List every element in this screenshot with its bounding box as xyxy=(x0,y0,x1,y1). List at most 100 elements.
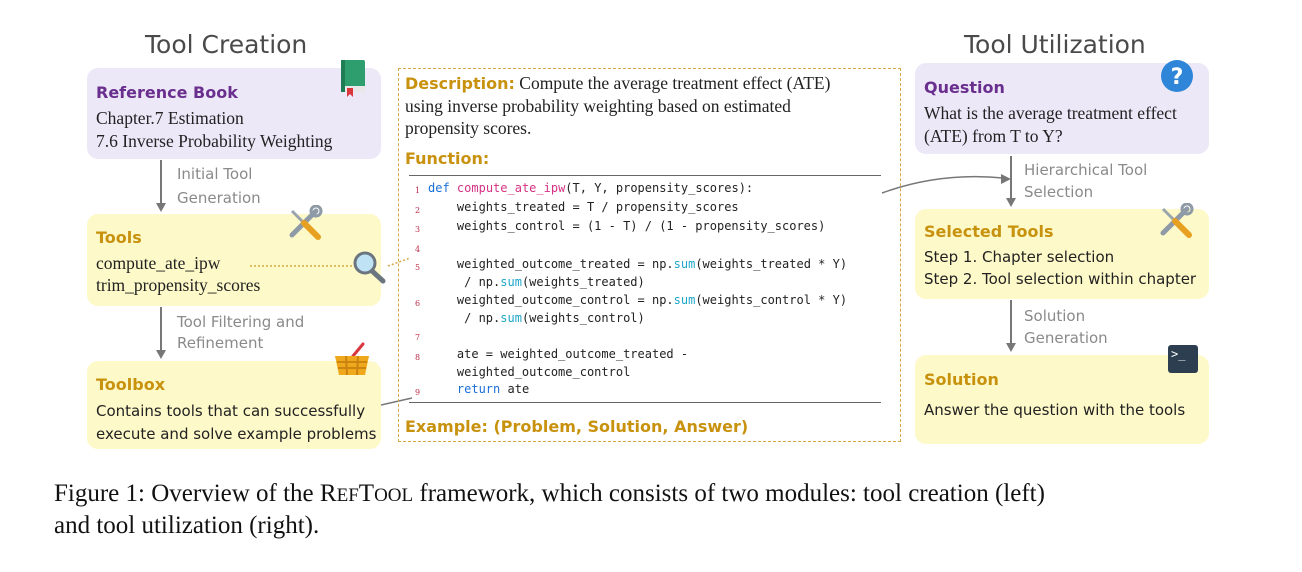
terminal-icon: >_ xyxy=(1168,345,1198,373)
arrow-head xyxy=(1006,343,1016,352)
reference-book-line2: 7.6 Inverse Probability Weighting xyxy=(96,131,333,151)
basket-icon xyxy=(335,342,369,376)
wrench-screwdriver-icon xyxy=(289,205,323,240)
code-line-3: weights_control = (1 - T) / (1 - propens… xyxy=(428,219,826,233)
solution-heading: Solution xyxy=(924,370,999,389)
hierarchical-label-2: Selection xyxy=(1024,183,1094,201)
code-line-6b: / np.sum(weights_control) xyxy=(428,311,645,325)
sum-builtin: sum xyxy=(673,257,696,271)
code-text: (weights_control * Y) xyxy=(695,293,848,307)
code-text: weighted_outcome_control = np. xyxy=(428,293,674,307)
code-text: / np. xyxy=(428,311,501,325)
terminal-glyph: >_ xyxy=(1171,347,1186,361)
description-text: Description: Compute the average treatme… xyxy=(405,72,830,139)
line-number: 8 xyxy=(415,353,421,362)
tool-filtering-label-1: Tool Filtering and xyxy=(177,313,305,331)
code-line-5a: weighted_outcome_treated = np.sum(weight… xyxy=(428,257,847,271)
reference-book-heading: Reference Book xyxy=(96,83,238,102)
code-text: (weights_treated) xyxy=(521,275,645,289)
solution-gen-label-1: Solution xyxy=(1024,307,1086,325)
caption-line2: and tool utilization (right). xyxy=(54,512,320,539)
code-text: / np. xyxy=(428,275,501,289)
caption-suffix: framework, which consists of two modules… xyxy=(413,480,1045,507)
caption-name-ool: OOL xyxy=(374,485,414,506)
line-number: 6 xyxy=(415,299,421,308)
code-line-5b: / np.sum(weights_treated) xyxy=(428,275,645,289)
solution-box: Solution Answer the question with the to… xyxy=(915,355,1209,444)
sum-builtin: sum xyxy=(673,293,696,307)
def-keyword: def xyxy=(428,181,450,195)
hierarchical-label-1: Hierarchical Tool xyxy=(1024,161,1148,179)
code-text: (weights_treated * Y) xyxy=(695,257,848,271)
line-number: 1 xyxy=(415,186,421,195)
code-line-1: def compute_ate_ipw(T, Y, propensity_sco… xyxy=(428,181,753,195)
tools-heading: Tools xyxy=(96,228,142,247)
wrench-screwdriver-icon xyxy=(1160,203,1194,238)
question-line1: What is the average treatment effect xyxy=(924,103,1177,123)
tool-detail-box: Description: Compute the average treatme… xyxy=(398,68,901,442)
code-line-2: weights_treated = T / propensity_scores xyxy=(428,200,739,214)
question-glyph: ? xyxy=(1171,65,1184,90)
question-heading: Question xyxy=(924,78,1005,97)
example-label: Example: (Problem, Solution, Answer) xyxy=(405,417,749,436)
arrow-initial-tool-generation xyxy=(160,160,162,205)
code-top-rule xyxy=(409,175,881,176)
description-label: Description: xyxy=(405,74,515,93)
code-line-8b: weighted_outcome_control xyxy=(428,365,631,379)
function-params: (T, Y, propensity_scores): xyxy=(565,181,754,195)
book-icon xyxy=(341,60,365,97)
tools-box: Tools compute_ate_ipw trim_propensity_sc… xyxy=(87,214,381,306)
code-text: ate xyxy=(500,382,530,396)
selected-tools-box: Selected Tools Step 1. Chapter selection… xyxy=(915,209,1209,299)
code-line-8a: ate = weighted_outcome_treated - xyxy=(428,347,689,361)
line-number: 7 xyxy=(415,333,421,342)
sum-builtin: sum xyxy=(500,275,522,289)
function-name: compute_ate_ipw xyxy=(456,181,566,195)
code-line-6a: weighted_outcome_control = np.sum(weight… xyxy=(428,293,847,307)
tools-line2: trim_propensity_scores xyxy=(96,275,261,295)
toolbox-line2: execute and solve example problems xyxy=(96,425,377,443)
tool-filtering-label-2: Refinement xyxy=(177,334,264,352)
line-number: 9 xyxy=(415,388,421,397)
code-bottom-rule xyxy=(409,402,881,403)
tool-creation-title: Tool Creation xyxy=(145,30,308,59)
selected-tools-line2: Step 2. Tool selection within chapter xyxy=(924,270,1197,288)
sum-builtin: sum xyxy=(500,311,522,325)
initial-tool-label-2: Generation xyxy=(177,189,261,207)
code-text: weighted_outcome_treated = np. xyxy=(428,257,674,271)
caption-name-ef: EF xyxy=(336,485,359,506)
arrow-head xyxy=(1006,198,1016,207)
arrow-solution-generation xyxy=(1010,300,1012,345)
toolbox-to-center-line xyxy=(380,397,413,406)
question-box: Question What is the average treatment e… xyxy=(915,63,1209,154)
line-number: 2 xyxy=(415,206,421,215)
question-mark-icon: ? xyxy=(1161,60,1193,92)
caption-name-t: T xyxy=(358,480,375,507)
line-number: 5 xyxy=(415,263,421,272)
caption-name-r: R xyxy=(319,480,337,507)
figure-caption: Figure 1: Overview of the REFTOOL framew… xyxy=(54,479,1045,541)
arrow-tool-filtering xyxy=(160,307,162,352)
reference-book-box: Reference Book Chapter.7 Estimation 7.6 … xyxy=(87,68,381,159)
description-line1: Compute the average treatment effect (AT… xyxy=(519,73,831,93)
description-line2: using inverse probability weighting base… xyxy=(405,96,791,116)
toolbox-line1: Contains tools that can successfully xyxy=(96,402,366,420)
reference-book-line1: Chapter.7 Estimation xyxy=(96,108,244,128)
arrow-head xyxy=(156,350,166,359)
function-label: Function: xyxy=(405,149,490,168)
arrow-hierarchical-selection xyxy=(1010,156,1012,200)
solution-line1: Answer the question with the tools xyxy=(924,401,1186,419)
toolbox-heading: Toolbox xyxy=(96,375,166,394)
tools-line1: compute_ate_ipw xyxy=(96,253,221,273)
line-number: 4 xyxy=(415,245,421,254)
code-to-selection-arrow xyxy=(881,175,1004,194)
solution-gen-label-2: Generation xyxy=(1024,329,1108,347)
code-to-selection-arrowhead xyxy=(1001,174,1011,184)
tool-utilization-title: Tool Utilization xyxy=(964,30,1146,59)
question-line2: (ATE) from T to Y? xyxy=(924,126,1063,146)
selected-tools-line1: Step 1. Chapter selection xyxy=(924,248,1115,266)
arrow-head xyxy=(156,203,166,212)
code-text: (weights_control) xyxy=(521,311,645,325)
code-line-9: return ate xyxy=(428,382,529,396)
